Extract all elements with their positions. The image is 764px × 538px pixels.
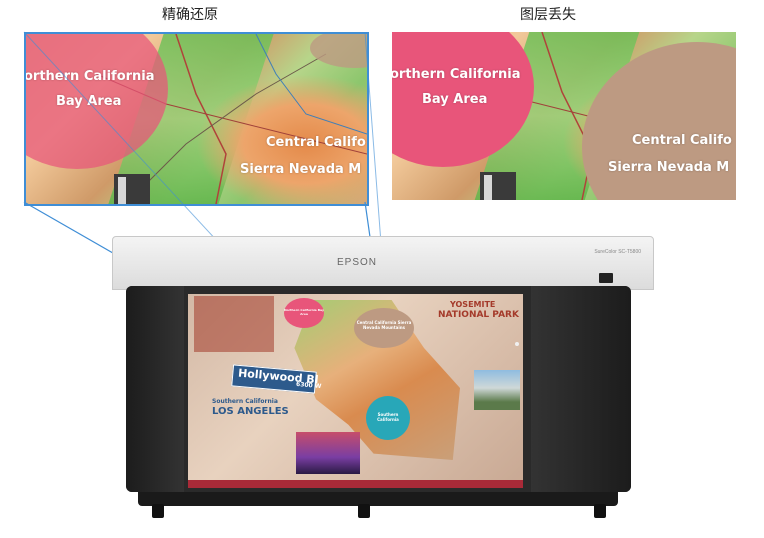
poster-la-heading: LOS ANGELES xyxy=(212,406,289,417)
poster-so-cal-heading: Southern California xyxy=(212,398,278,405)
printer-model: SureColor SC-T5800 xyxy=(594,249,641,255)
caption-right: 图层丢失 xyxy=(520,7,576,23)
poster-bubble-north: Northern California Bay Area xyxy=(284,308,324,316)
caption-left: 精确还原 xyxy=(162,7,218,23)
poster-yosemite-photo xyxy=(474,370,520,410)
poster-teal-bubble xyxy=(366,396,410,440)
poster-national-park-heading: NATIONAL PARK xyxy=(438,310,519,320)
label-north-line2: Bay Area xyxy=(422,92,488,107)
label-central-line2: Sierra Nevada M xyxy=(608,160,730,175)
printer-body: Northern California Bay Area Central Cal… xyxy=(126,286,631,492)
printer-base xyxy=(138,492,618,506)
poster-yosemite-heading: YOSEMITE xyxy=(450,300,496,309)
zoom-panel-lost: orthern California Bay Area Central Cali… xyxy=(392,32,736,200)
printer-right-side xyxy=(531,286,631,492)
printed-poster: Northern California Bay Area Central Cal… xyxy=(188,294,523,480)
printer-left-side xyxy=(126,286,184,492)
label-north-line1: orthern California xyxy=(392,67,521,82)
poster-pink-bubble xyxy=(284,298,324,328)
poster-bubble-south: Southern California xyxy=(377,412,399,422)
printer: EPSON SureColor SC-T5800 Northern Califo… xyxy=(108,236,654,518)
poster-left-red-panel xyxy=(194,296,274,352)
poster-la-photo xyxy=(296,432,360,474)
printer-foot-center xyxy=(358,504,370,518)
printer-output-tray xyxy=(188,480,523,488)
printer-foot-right xyxy=(594,504,606,518)
label-central-line1: Central Califo xyxy=(632,133,732,148)
printer-brand: EPSON xyxy=(337,257,378,268)
poster-bubble-central: Central California Sierra Nevada Mountai… xyxy=(356,320,412,330)
printer-control-panel[interactable] xyxy=(599,273,613,283)
label-central-line1: Central Califo xyxy=(266,135,366,150)
printer-top-cover: EPSON SureColor SC-T5800 xyxy=(112,236,654,290)
label-central-line2: Sierra Nevada M xyxy=(240,162,362,177)
poster-tan-bubble xyxy=(354,308,414,348)
label-north-line1: orthern California xyxy=(24,69,155,84)
printer-foot-left xyxy=(152,504,164,518)
label-north-line2: Bay Area xyxy=(56,94,122,109)
zoom-panel-accurate: orthern California Bay Area Central Cali… xyxy=(24,32,369,206)
printer-status-light xyxy=(515,342,519,346)
